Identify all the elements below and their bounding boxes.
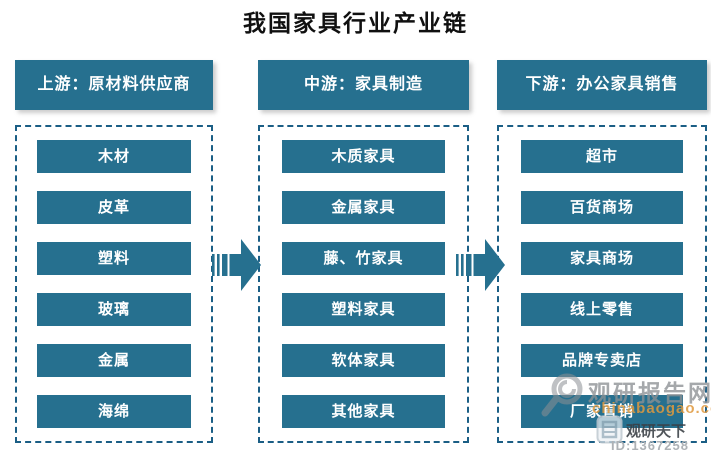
page-title: 我国家具行业产业链 <box>243 11 468 36</box>
chain-item: 皮革 <box>37 191 191 224</box>
chain-item: 厂家直销 <box>520 395 684 428</box>
chain-item: 家具商场 <box>520 242 684 275</box>
chain-item: 品牌专卖店 <box>520 344 684 377</box>
chain-item: 金属 <box>37 344 191 377</box>
chain-item: 藤、竹家具 <box>281 242 446 275</box>
chain-item: 海绵 <box>37 395 191 428</box>
chain-item: 木材 <box>37 140 191 173</box>
downstream-list: 超市 百货商场 家具商场 线上零售 品牌专卖店 厂家直销 <box>497 125 707 443</box>
chain-item: 塑料家具 <box>281 293 446 326</box>
chain-item: 百货商场 <box>520 191 684 224</box>
chain-item: 玻璃 <box>37 293 191 326</box>
upstream-list: 木材 皮革 塑料 玻璃 金属 海绵 <box>15 125 213 443</box>
chain-item: 其他家具 <box>281 395 446 428</box>
arrow-right-icon <box>212 239 261 291</box>
chain-item: 软体家具 <box>281 344 446 377</box>
chain-item: 塑料 <box>37 242 191 275</box>
chain-item: 木质家具 <box>281 140 446 173</box>
column-downstream: 下游：办公家具销售 超市 百货商场 家具商场 线上零售 品牌专卖店 厂家直销 <box>497 60 707 443</box>
downstream-header: 下游：办公家具销售 <box>497 60 707 110</box>
midstream-list: 木质家具 金属家具 藤、竹家具 塑料家具 软体家具 其他家具 <box>258 125 469 443</box>
chain-item: 线上零售 <box>520 293 684 326</box>
column-upstream: 上游：原材料供应商 木材 皮革 塑料 玻璃 金属 海绵 <box>15 60 213 443</box>
midstream-header: 中游：家具制造 <box>258 60 469 110</box>
column-midstream: 中游：家具制造 木质家具 金属家具 藤、竹家具 塑料家具 软体家具 其他家具 <box>258 60 469 443</box>
chain-item: 超市 <box>520 140 684 173</box>
arrow-right-icon <box>456 239 505 291</box>
upstream-header: 上游：原材料供应商 <box>15 60 213 110</box>
chain-item: 金属家具 <box>281 191 446 224</box>
